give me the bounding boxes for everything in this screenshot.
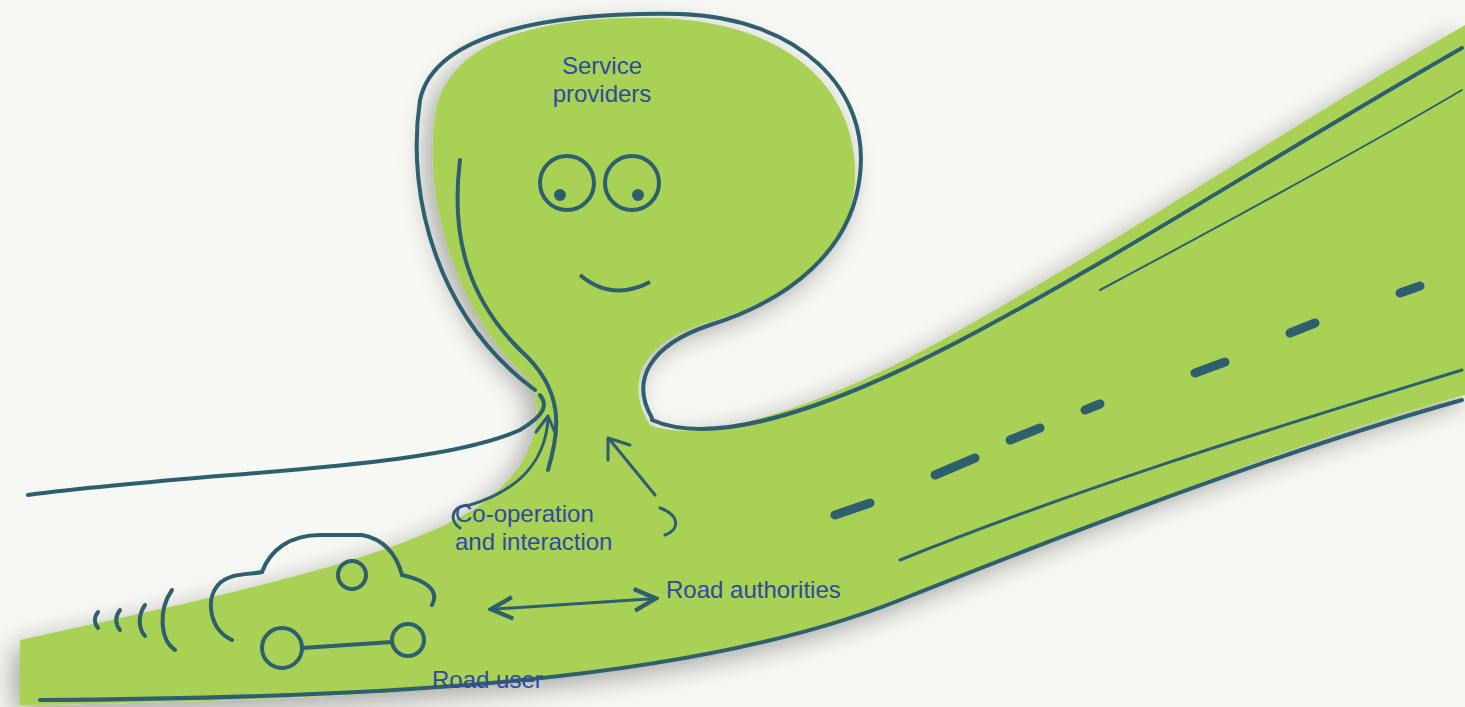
outline-road-bottom-2 xyxy=(900,370,1462,560)
face xyxy=(540,156,659,291)
sketch-outline xyxy=(28,14,1462,700)
arrowhead xyxy=(608,438,630,460)
smile xyxy=(580,275,650,291)
car-wheel xyxy=(262,628,302,668)
node-text: Road user xyxy=(432,666,543,694)
outline-left-swoop xyxy=(28,395,544,495)
road-dash xyxy=(1290,323,1315,333)
road-dash xyxy=(1085,404,1100,410)
outline-road-top xyxy=(652,48,1462,429)
outline-road-top-2 xyxy=(1100,90,1462,290)
motion-line xyxy=(116,610,120,630)
road-dash xyxy=(1010,428,1040,440)
road-dash xyxy=(835,503,870,515)
road-dashes xyxy=(835,286,1420,515)
road-dash xyxy=(1195,362,1225,373)
arrowhead xyxy=(536,416,556,435)
car-wheel xyxy=(392,624,424,656)
figure-head: Service providers xyxy=(527,52,677,116)
node-text: Service providers xyxy=(527,52,677,108)
motion-line xyxy=(95,612,98,628)
double-arrow xyxy=(491,598,656,609)
car-roof-light xyxy=(338,561,366,589)
car-chassis xyxy=(302,642,392,648)
curly-arrow-right-stem xyxy=(610,440,655,495)
road-dash xyxy=(935,458,975,475)
annotation-label: Co-operation and interaction xyxy=(455,500,640,556)
motion-line xyxy=(140,605,145,636)
curly-arrow-right xyxy=(660,508,676,535)
pupil xyxy=(634,191,642,199)
car-node: Road user xyxy=(200,548,485,690)
eye xyxy=(540,156,594,210)
road-dash xyxy=(1400,286,1420,293)
node-text: Road authorities xyxy=(666,576,907,604)
outline-road-bottom xyxy=(40,400,1462,700)
outline-head-loop xyxy=(417,14,861,418)
road-label-node: Road authorities xyxy=(662,574,907,606)
outline-neck-left xyxy=(458,160,557,470)
motion-line xyxy=(163,590,175,650)
road-figure-fill xyxy=(20,18,1465,705)
car xyxy=(95,535,434,668)
pupil xyxy=(556,191,564,199)
eye xyxy=(605,156,659,210)
